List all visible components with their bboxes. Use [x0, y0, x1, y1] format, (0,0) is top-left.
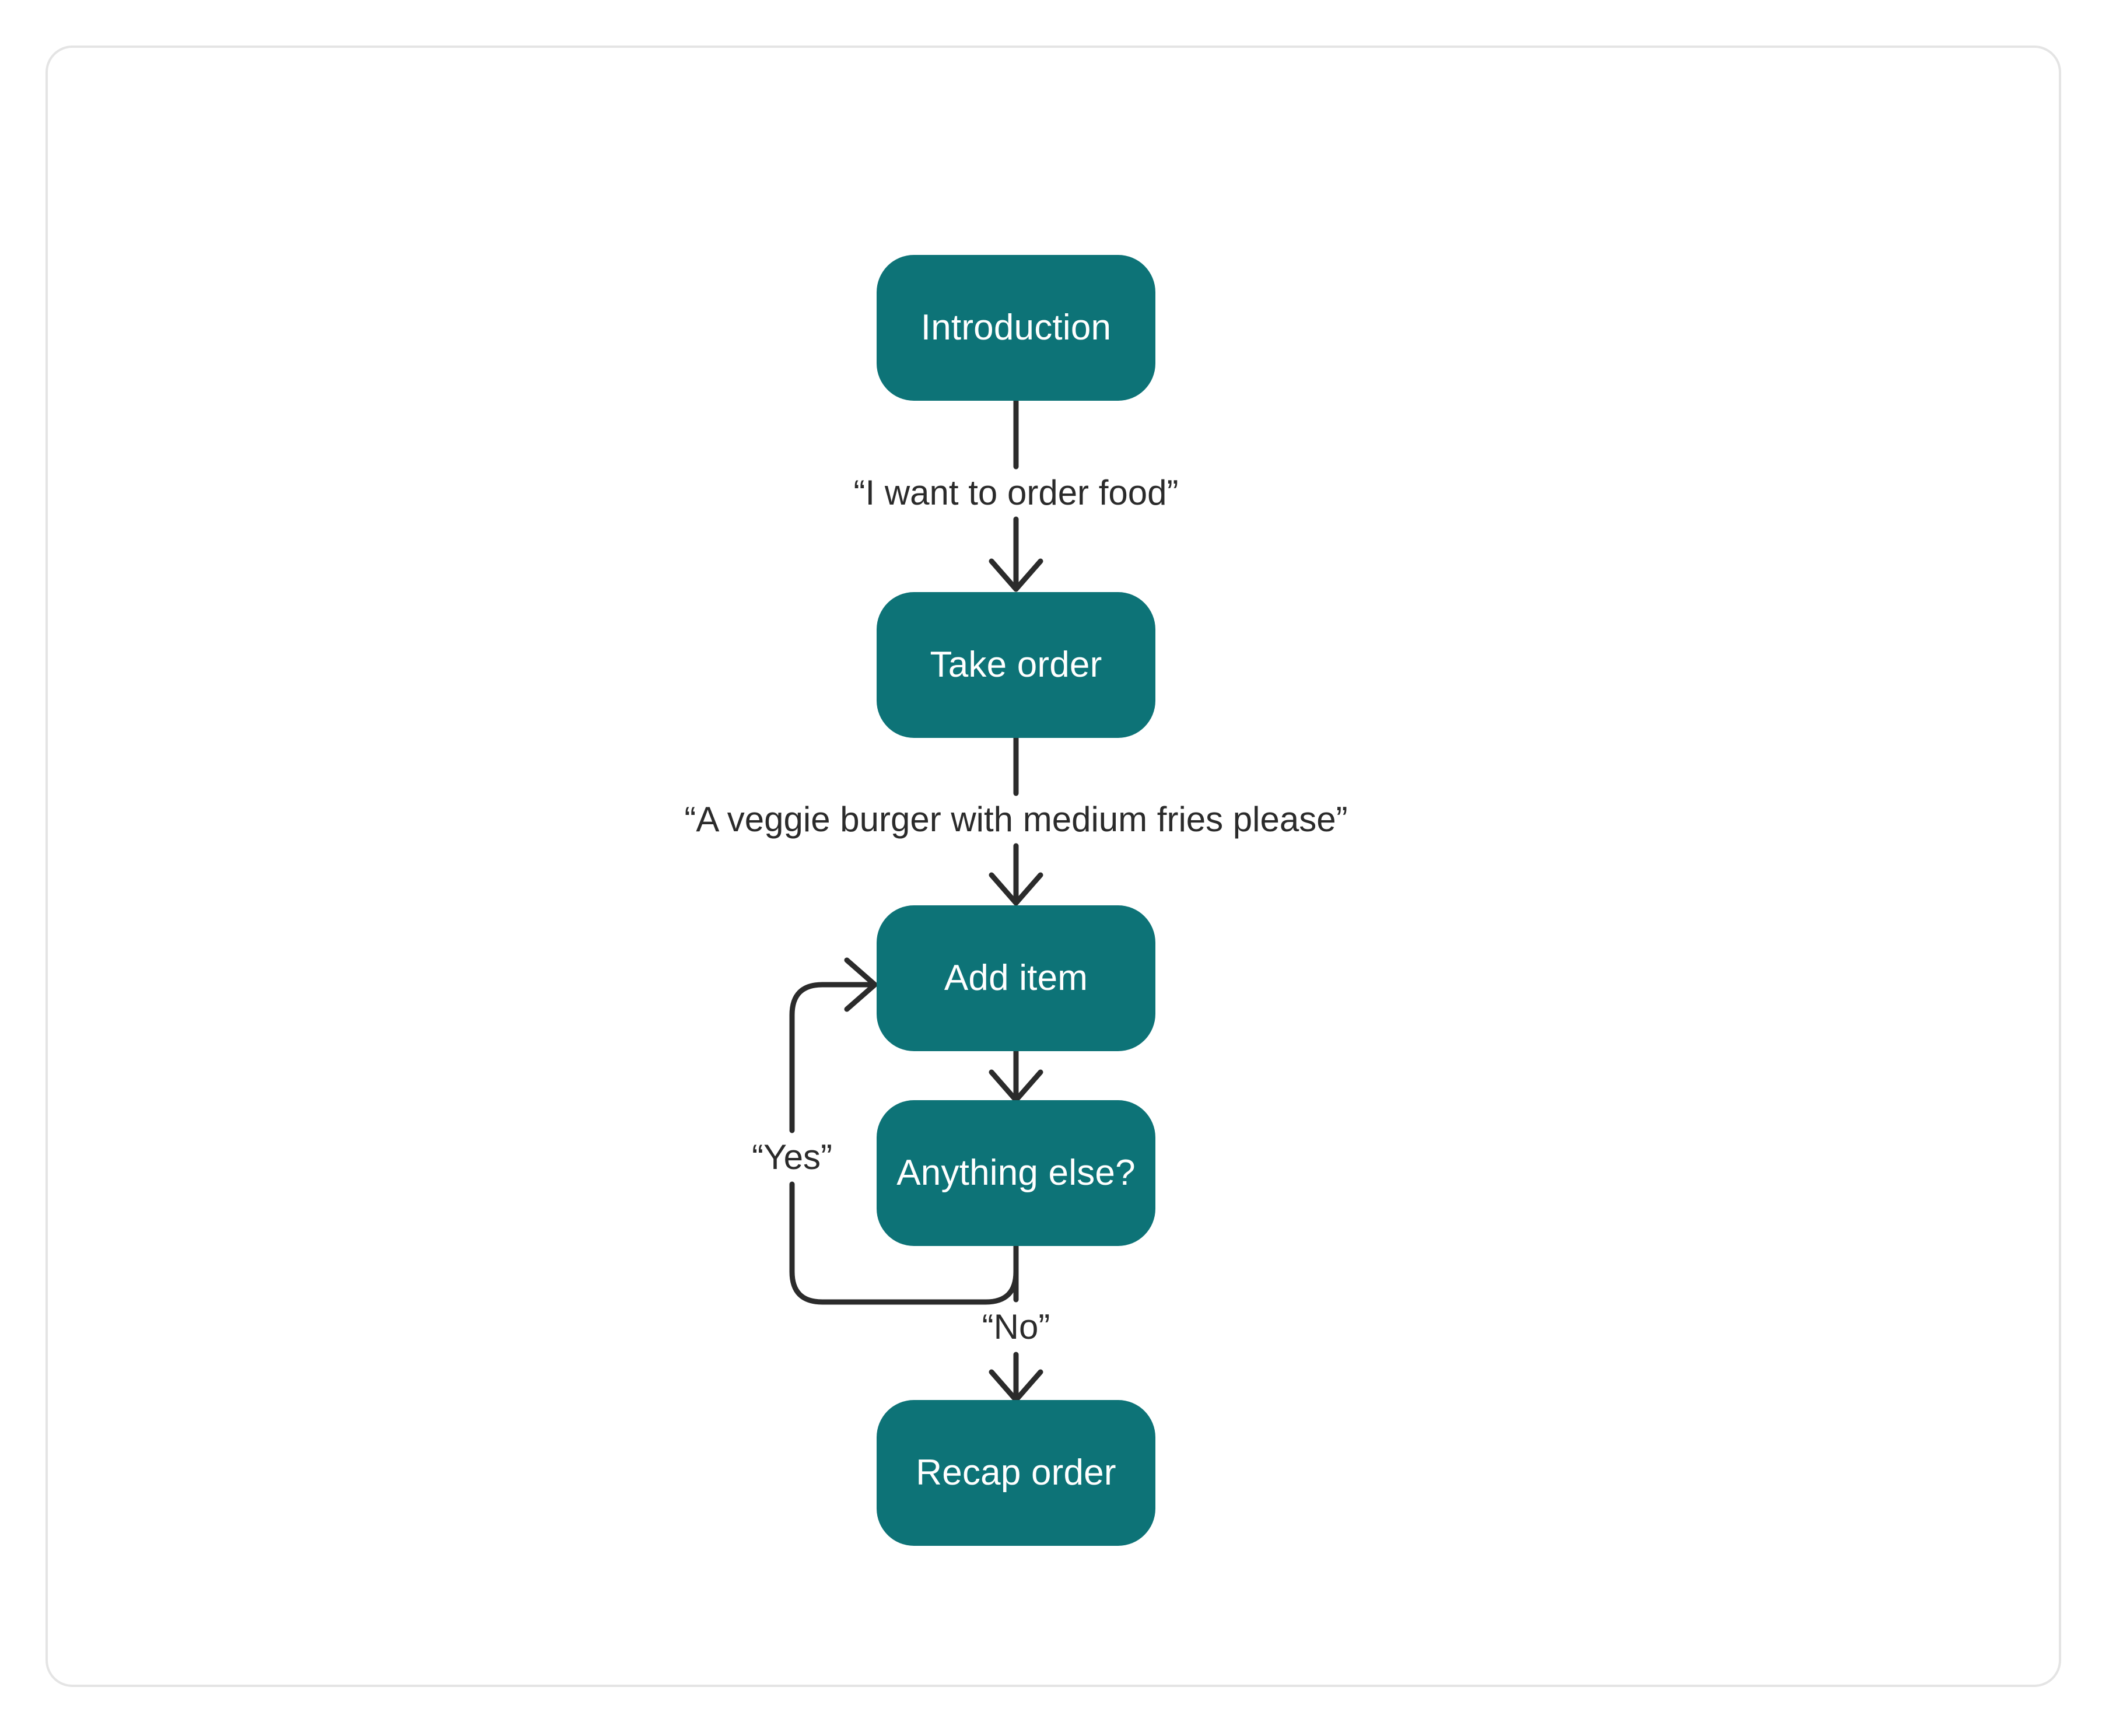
- node-anything-else[interactable]: Anything else?: [877, 1100, 1155, 1246]
- edge-label-order-food: “I want to order food”: [845, 474, 1187, 512]
- edge-yes-loop-upper: [789, 982, 877, 1133]
- node-recap-order-label: Recap order: [916, 1452, 1116, 1493]
- node-add-item[interactable]: Add item: [877, 905, 1155, 1051]
- edge-label-yes: “Yes”: [744, 1138, 840, 1177]
- node-anything-else-label: Anything else?: [896, 1152, 1136, 1193]
- edge-label-veggie-burger: “A veggie burger with medium fries pleas…: [676, 800, 1356, 839]
- edge-label-no: “No”: [973, 1308, 1059, 1346]
- node-add-item-label: Add item: [944, 957, 1088, 998]
- node-introduction-label: Introduction: [920, 307, 1112, 348]
- node-take-order-label: Take order: [930, 644, 1102, 685]
- arrowhead-take-order: [989, 558, 1043, 592]
- edge-yes-loop-lower: [789, 1181, 1019, 1305]
- arrowhead-add-item-left: [844, 957, 878, 1012]
- arrowhead-add-item-top: [989, 872, 1043, 906]
- node-recap-order[interactable]: Recap order: [877, 1400, 1155, 1546]
- node-introduction[interactable]: Introduction: [877, 255, 1155, 401]
- node-take-order[interactable]: Take order: [877, 592, 1155, 738]
